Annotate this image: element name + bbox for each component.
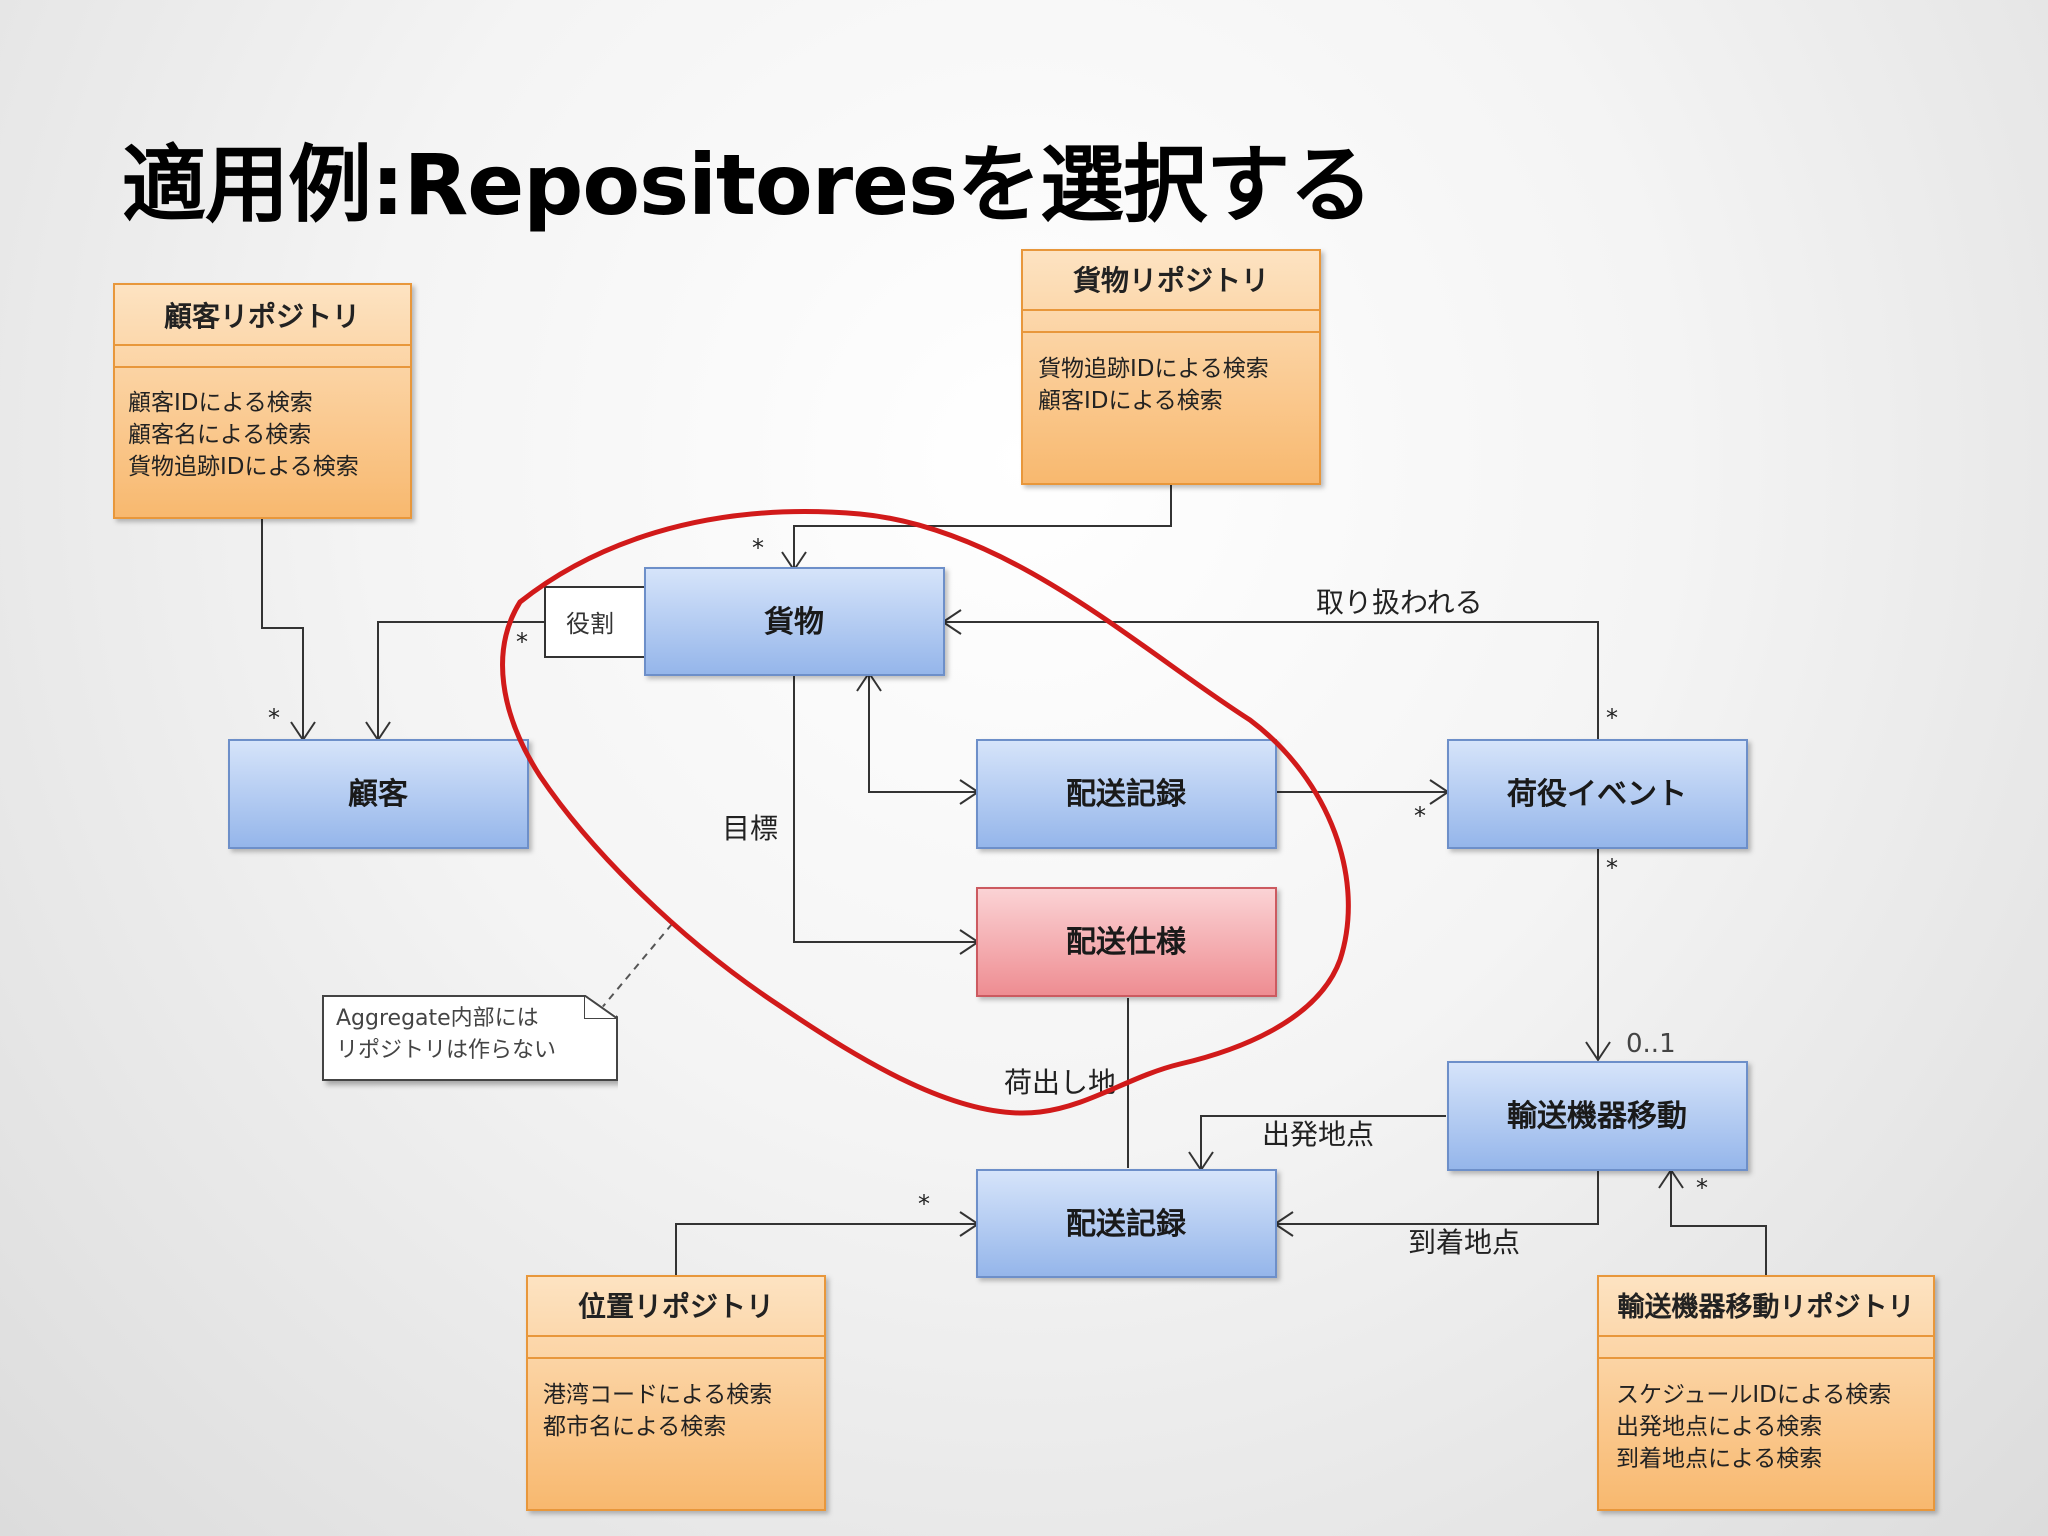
cargo-repository [1021, 249, 1321, 485]
class-delivery-history-box [976, 739, 1277, 849]
role-qualifier: 役割 [544, 586, 648, 658]
label-handled: 取り扱われる [1316, 586, 1483, 619]
multiplicity-star: * [1606, 854, 1618, 882]
note-fold-icon [584, 995, 618, 1019]
class-location-name: 配送記録 [1066, 1207, 1187, 1242]
label-arrival: 到着地点 [1408, 1226, 1520, 1259]
cargo-repository-name: 貨物リポジトリ [1073, 264, 1269, 297]
page-title: 適用例:Repositoresを選択する [122, 136, 1373, 234]
repo-op: 都市名による検索 [543, 1414, 726, 1440]
repo-op: 到着地点による検索 [1616, 1446, 1822, 1472]
edge-cargo-to-customer [377, 621, 545, 738]
edge-cargo-to-history [868, 675, 976, 793]
class-delivery-spec-name: 配送仕様 [1066, 925, 1187, 960]
class-delivery-history-name: 配送記録 [1066, 777, 1187, 812]
multiplicity-star: * [516, 628, 528, 656]
class-handling-event-box [1447, 739, 1748, 849]
location-repository [526, 1275, 826, 1511]
repo-op: 顧客IDによる検索 [128, 390, 313, 416]
label-departure: 出発地点 [1262, 1118, 1374, 1151]
class-delivery-spec-box [976, 887, 1277, 997]
repo-op: 顧客名による検索 [128, 422, 311, 448]
multiplicity-star: * [1696, 1174, 1708, 1202]
class-customer-name: 顧客 [348, 777, 408, 812]
edge-customer-repo-to-customer [261, 518, 304, 738]
carrier-movement-repository-name: 輸送機器移動リポジトリ [1618, 1291, 1915, 1323]
class-customer-box [228, 739, 529, 849]
multiplicity-star: * [1606, 704, 1618, 732]
edge-location-repo-to-location [675, 1223, 976, 1276]
class-location-box [976, 1169, 1277, 1278]
aggregate-highlight [500, 509, 1351, 1116]
repo-op: スケジュールIDによる検索 [1616, 1382, 1891, 1408]
multiplicity-star: * [268, 704, 280, 732]
note-connector [599, 923, 673, 1011]
role-label: 役割 [566, 610, 614, 638]
edge-event-to-cargo [945, 621, 1599, 740]
repo-op: 顧客IDによる検索 [1038, 388, 1223, 414]
multiplicity-star: * [918, 1190, 930, 1218]
edge-carrier-arrival [1277, 1170, 1599, 1225]
carrier-movement-repository [1597, 1275, 1935, 1511]
class-carrier-movement-name: 輸送機器移動 [1507, 1099, 1687, 1134]
label-goal: 目標 [722, 812, 778, 845]
edge-cargo-to-spec [793, 675, 976, 943]
multiplicity-star: * [1414, 802, 1426, 830]
class-cargo-box [644, 567, 945, 676]
edge-carrier-repo-to-carrier [1670, 1172, 1767, 1276]
label-zero-one: 0..1 [1626, 1029, 1676, 1059]
repo-op: 出発地点による検索 [1616, 1414, 1822, 1440]
edge-carrier-departure [1200, 1115, 1446, 1168]
arrowhead [1585, 1041, 1611, 1062]
edge-cargo-repo-to-cargo [793, 484, 1172, 568]
repo-op: 港湾コードによる検索 [543, 1382, 772, 1408]
note-line-2: リポジトリは作らない [336, 1038, 557, 1063]
customer-repository-name: 顧客リポジトリ [164, 300, 360, 333]
class-carrier-movement-box [1447, 1061, 1748, 1171]
customer-repository [113, 283, 412, 519]
location-repository-name: 位置リポジトリ [578, 1290, 774, 1323]
multiplicity-star: * [752, 534, 764, 562]
note-line-1: Aggregate内部には [336, 1006, 539, 1031]
repo-op: 貨物追跡IDによる検索 [1038, 356, 1269, 382]
repo-op: 貨物追跡IDによる検索 [128, 454, 359, 480]
class-cargo-name: 貨物 [764, 605, 824, 640]
aggregate-note: Aggregate内部には リポジトリは作らない [322, 995, 618, 1081]
class-handling-event-name: 荷役イベント [1507, 777, 1687, 812]
